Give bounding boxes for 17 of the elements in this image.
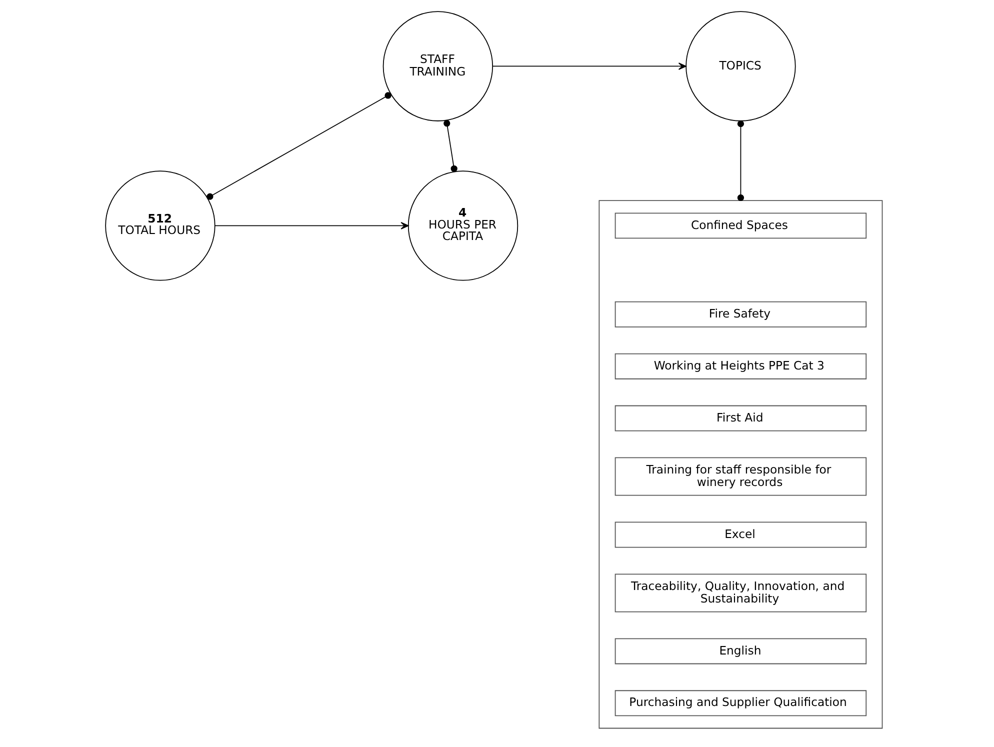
node-box: Excel xyxy=(614,522,866,548)
cluster xyxy=(598,200,882,729)
node-box: Working at Heights PPE Cat 3 xyxy=(614,353,866,380)
node-circle: TOPICS xyxy=(685,11,796,122)
node-box: Purchasing and Supplier Qualification xyxy=(614,690,866,716)
node-box: English xyxy=(614,638,866,664)
node-box: Training for staff responsible for winery records xyxy=(614,457,866,496)
node-box: Traceability, Quality, Innovation, and Sustainability xyxy=(614,574,866,612)
node-box: Confined Spaces xyxy=(614,212,866,239)
arrow xyxy=(214,222,408,230)
node-circle: 4 HOURS PER CAPITA xyxy=(407,170,518,281)
node-box: First Aid xyxy=(614,405,866,432)
arrow xyxy=(492,62,686,70)
connector xyxy=(206,92,391,200)
node-box: Fire Safety xyxy=(614,301,866,328)
connector xyxy=(736,120,744,202)
connector xyxy=(443,120,457,172)
